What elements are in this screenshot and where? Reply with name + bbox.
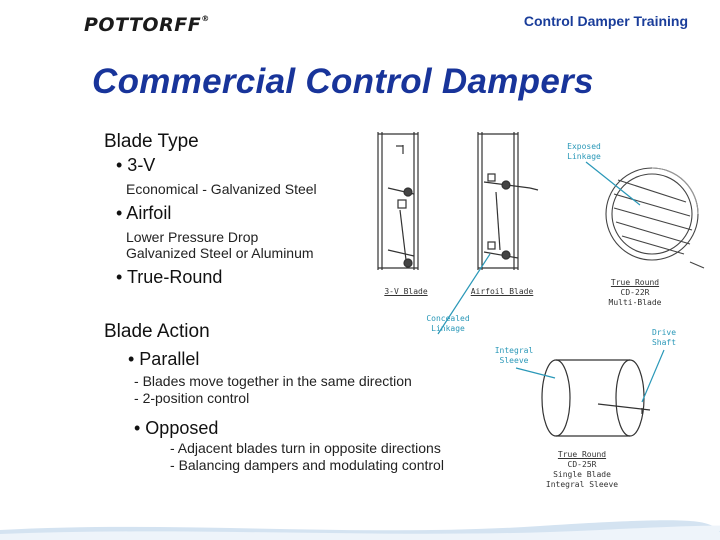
bullet-3v: • 3-V — [116, 155, 156, 175]
cd22r-line-3: Multi-Blade — [608, 298, 662, 307]
drive-shaft-line-1: Drive — [651, 328, 677, 337]
label-integral-sleeve: Integral Sleeve — [490, 346, 538, 366]
label-3v-blade: 3-V Blade — [384, 287, 428, 296]
logo-text: POTTORFF — [84, 14, 202, 36]
text-3v-desc: Economical - Galvanized Steel — [126, 181, 317, 197]
dash-parallel-1: - Blades move together in the same direc… — [134, 373, 412, 389]
cd22r-line-2: CD-22R — [620, 288, 650, 297]
bullet-airfoil: • Airfoil — [116, 203, 172, 223]
header-title: Control Damper Training — [523, 13, 688, 29]
parallel-line-2: 2-position control — [142, 390, 250, 406]
blade-action-heading: Blade Action — [104, 321, 210, 342]
3v-blade-drawing — [377, 132, 419, 270]
concealed-linkage-line-1: Concealed — [426, 314, 470, 323]
cd25r-single-blade-drawing — [541, 359, 651, 437]
text-airfoil-desc-1: Lower Pressure Drop — [126, 229, 259, 245]
blade-type-heading: Blade Type — [104, 131, 199, 152]
text-airfoil-desc-2: Galvanized Steel or Aluminum — [126, 245, 314, 261]
slide-title: Commercial Control Dampers — [92, 62, 594, 101]
cd25r-line-1: True Round — [557, 450, 607, 459]
label-concealed-linkage: Concealed Linkage — [420, 314, 476, 334]
cd25r-line-4: Integral Sleeve — [545, 480, 619, 489]
cd22r-multiblade-drawing — [605, 167, 705, 269]
dash-opposed-2: - Balancing dampers and modulating contr… — [170, 457, 444, 473]
label-drive-shaft: Drive Shaft — [644, 328, 684, 348]
label-cd22r: True Round CD-22R Multi-Blade — [600, 278, 670, 308]
bullet-true-round: • True-Round — [116, 267, 223, 287]
bullet-opposed: • Opposed — [134, 418, 219, 438]
bullet-parallel: • Parallel — [128, 349, 200, 369]
exposed-linkage-line-1: Exposed — [567, 142, 601, 151]
concealed-linkage-line-2: Linkage — [431, 324, 465, 333]
footer-wave — [0, 520, 720, 540]
exposed-linkage-line-2: Linkage — [567, 152, 601, 161]
label-cd25r: True Round CD-25R Single Blade Integral … — [544, 450, 620, 490]
integral-sleeve-line-1: Integral — [494, 346, 534, 355]
dash-parallel-2: - 2-position control — [134, 390, 250, 406]
pottorff-logo: POTTORFF® — [84, 14, 210, 36]
cd22r-line-1: True Round — [610, 278, 660, 287]
cd25r-line-3: Single Blade — [553, 470, 611, 479]
integral-sleeve-line-2: Sleeve — [499, 356, 529, 365]
dash-opposed-1: - Adjacent blades turn in opposite direc… — [170, 440, 441, 456]
drive-shaft-line-2: Shaft — [651, 338, 677, 347]
cd25r-line-2: CD-25R — [567, 460, 597, 469]
label-exposed-linkage: Exposed Linkage — [558, 142, 610, 162]
label-airfoil-blade: Airfoil Blade — [470, 287, 534, 296]
opposed-line-1: Adjacent blades turn in opposite directi… — [177, 440, 441, 456]
parallel-line-1: Blades move together in the same directi… — [142, 373, 412, 389]
opposed-line-2: Balancing dampers and modulating control — [178, 457, 444, 473]
airfoil-blade-drawing — [477, 132, 539, 270]
registered-mark: ® — [201, 14, 210, 23]
